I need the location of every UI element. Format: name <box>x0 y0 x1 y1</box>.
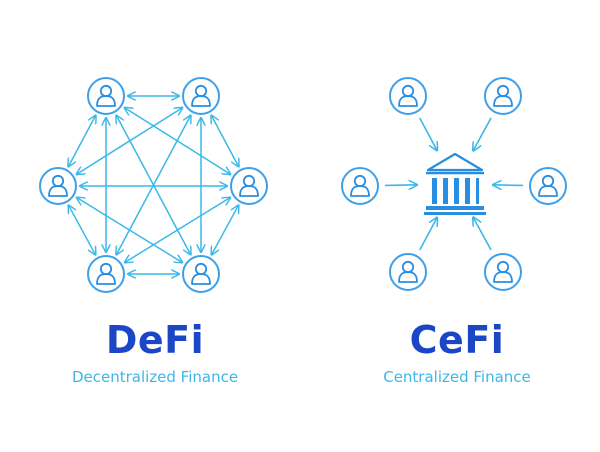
user-icon <box>182 255 220 293</box>
cefi-subtitle: Centralized Finance <box>383 368 531 386</box>
user-icon <box>87 255 125 293</box>
defi-link <box>77 198 183 263</box>
cefi-link <box>419 218 437 251</box>
defi-link <box>125 198 231 263</box>
cefi-title: CeFi <box>409 318 505 362</box>
cefi-link <box>473 217 492 251</box>
user-icon <box>389 253 427 291</box>
user-icon <box>39 167 77 205</box>
defi-subtitle: Decentralized Finance <box>71 368 239 386</box>
user-icon <box>529 167 567 205</box>
user-icon <box>182 77 220 115</box>
bank-icon <box>424 152 486 215</box>
defi-link <box>211 115 238 166</box>
defi-connections <box>68 96 238 274</box>
user-icon <box>341 167 379 205</box>
defi-link <box>69 205 96 254</box>
defi-link <box>68 115 95 166</box>
user-icon <box>87 77 125 115</box>
cefi-link <box>419 117 437 150</box>
user-icon <box>230 167 268 205</box>
cefi-link <box>493 185 524 186</box>
user-icon <box>484 253 522 291</box>
defi-link <box>77 108 183 175</box>
user-icon <box>484 77 522 115</box>
cefi-link <box>384 185 417 186</box>
cefi-link <box>473 117 492 151</box>
defi-title: DeFi <box>105 318 205 362</box>
user-icon <box>389 77 427 115</box>
defi-link <box>212 205 239 254</box>
cefi-connections <box>384 117 524 251</box>
